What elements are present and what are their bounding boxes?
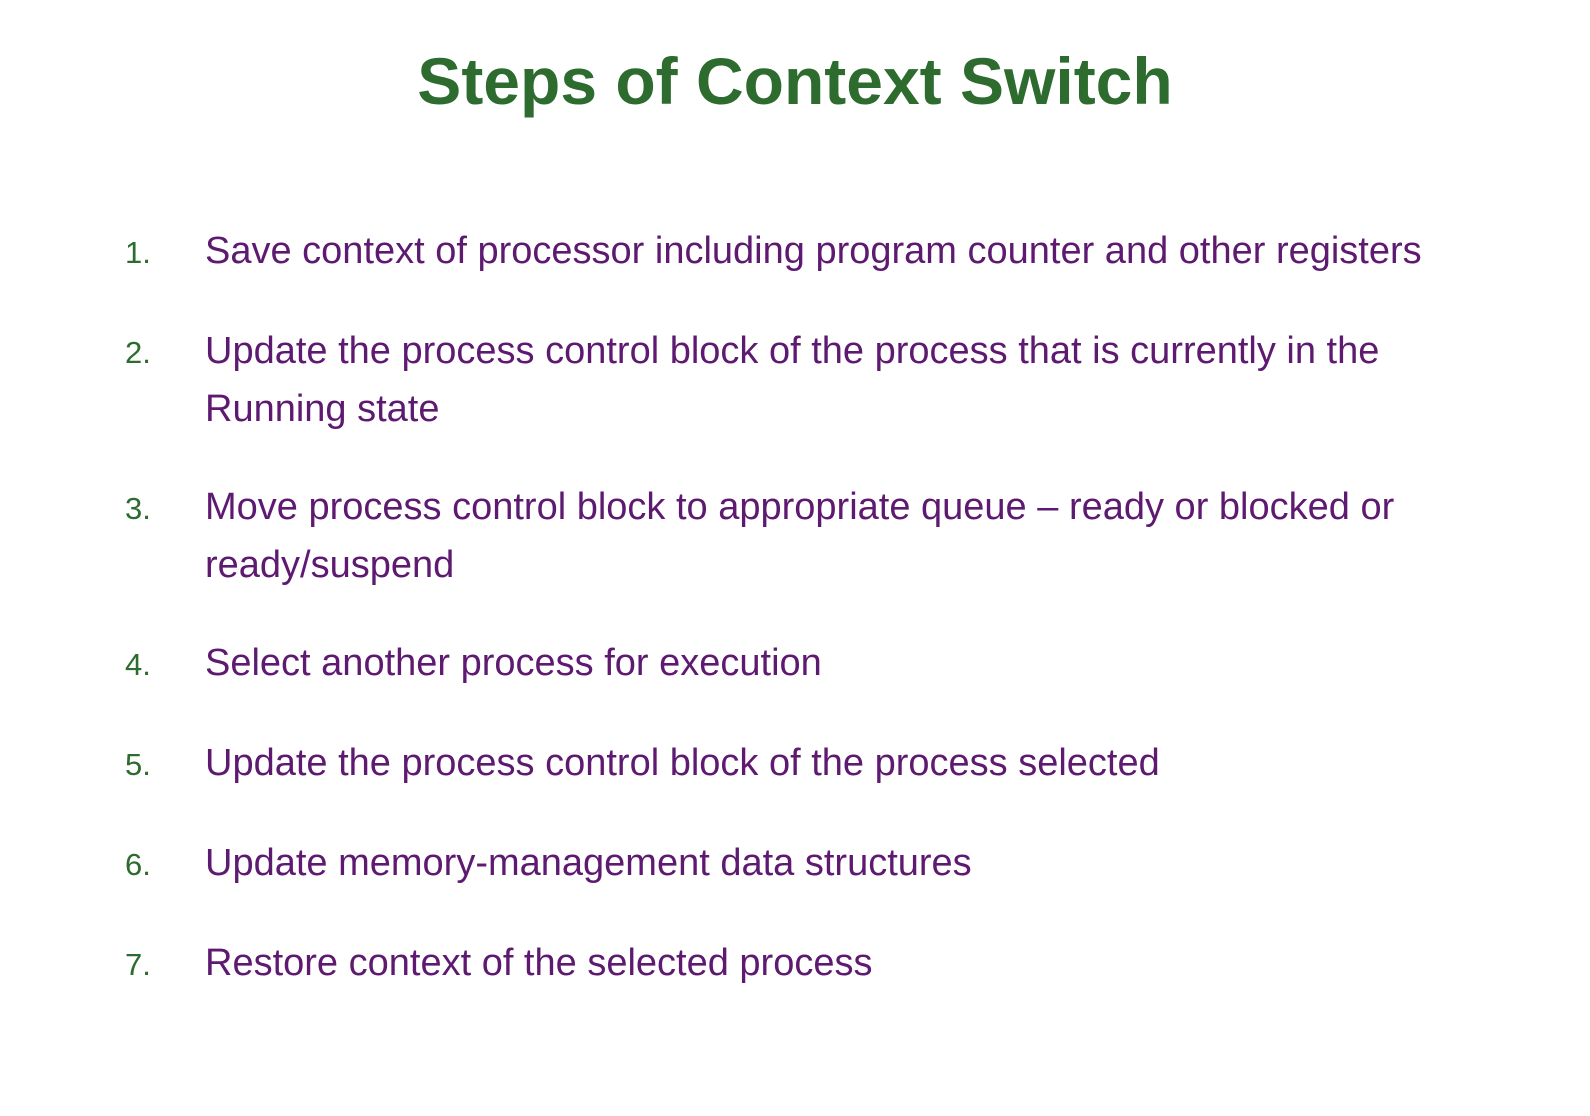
step-text: Update memory-management data structures (205, 841, 972, 884)
step-number: 5. (125, 746, 151, 782)
step-text: Update the process control block of the … (205, 329, 1380, 430)
step-text: Select another process for execution (205, 641, 822, 684)
step-number: 6. (125, 846, 151, 882)
step-number: 3. (125, 490, 151, 526)
step-text: Update the process control block of the … (205, 741, 1160, 784)
list-item: 7. Restore context of the selected proce… (0, 934, 1590, 994)
list-item: 5. Update the process control block of t… (0, 734, 1590, 794)
list-item: 6. Update memory-management data structu… (0, 834, 1590, 894)
list-item: 2. Update the process control block of t… (0, 322, 1590, 438)
step-text: Move process control block to appropriat… (205, 485, 1395, 586)
step-text: Save context of processor including prog… (205, 229, 1422, 272)
step-number: 7. (125, 946, 151, 982)
list-item: 1. Save context of processor including p… (0, 222, 1590, 282)
step-number: 1. (125, 234, 151, 270)
step-number: 4. (125, 646, 151, 682)
step-number: 2. (125, 334, 151, 370)
step-text: Restore context of the selected process (205, 941, 873, 984)
page-title: Steps of Context Switch (417, 44, 1173, 118)
list-item: 3. Move process control block to appropr… (0, 478, 1590, 594)
list-item: 4. Select another process for execution (0, 634, 1590, 694)
steps-list: 1. Save context of processor including p… (0, 222, 1590, 994)
